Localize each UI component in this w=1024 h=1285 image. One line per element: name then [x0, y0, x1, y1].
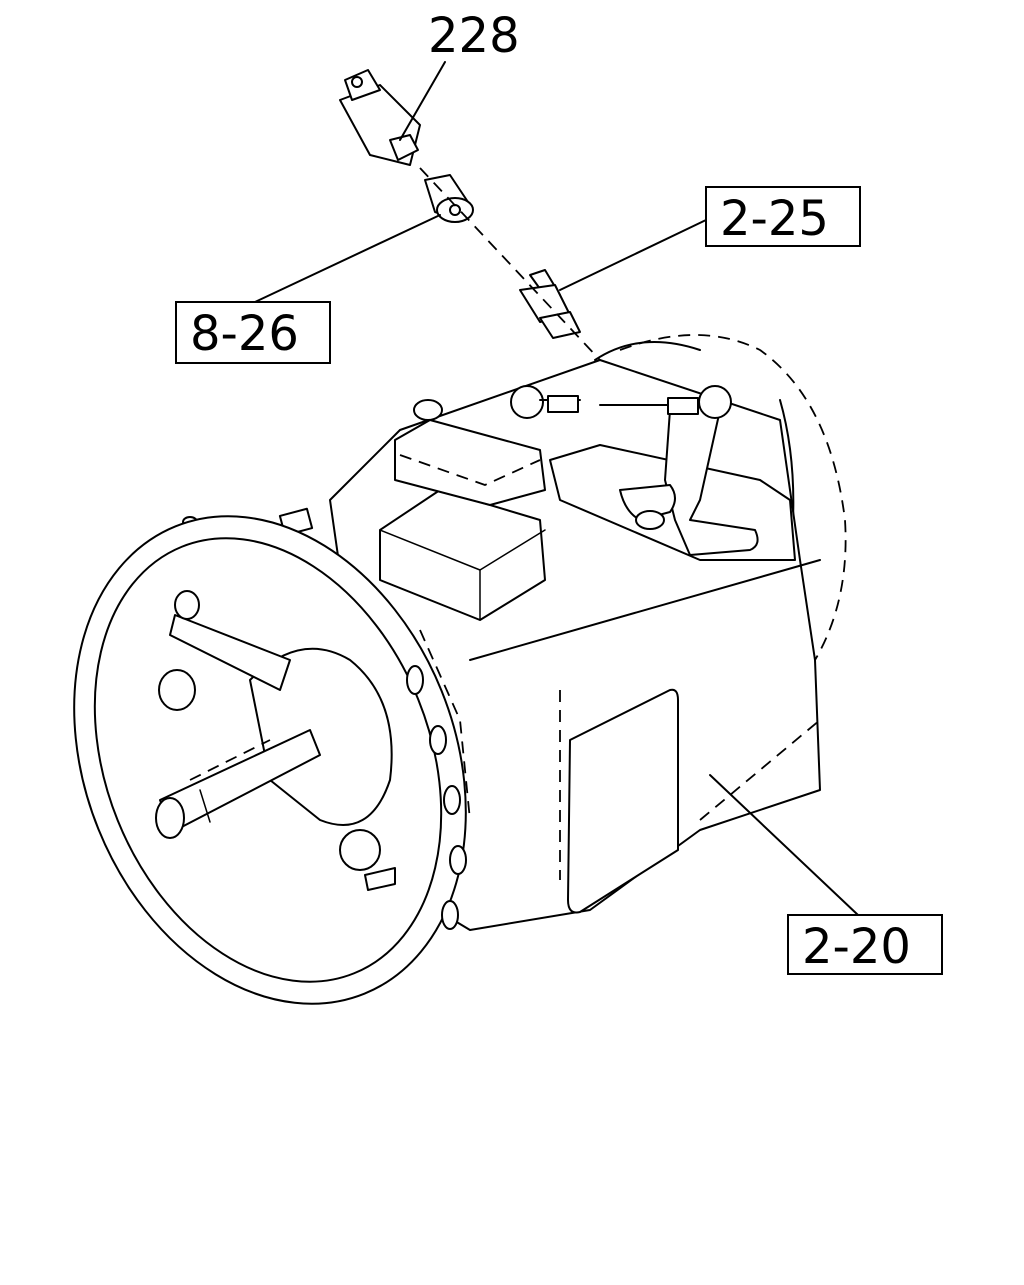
callout-8-26: 8-26: [175, 301, 331, 364]
assembly-axis: [419, 167, 601, 361]
callout-2-20-box: [787, 914, 943, 975]
callout-8-26-label: 8-26: [190, 306, 299, 362]
lever-ball-joint: [698, 385, 732, 419]
release-fork-shaft: [169, 614, 291, 691]
breather-plug: [413, 399, 443, 421]
leader-8-26: [254, 214, 441, 303]
bearing-retainer: [249, 647, 393, 826]
pilot-hole: [158, 669, 196, 711]
leader-228: [399, 61, 446, 141]
vehicle-speed-sensor-2-25: [519, 269, 581, 339]
callout-2-20-label: 2-20: [802, 919, 911, 975]
transmission-assembly: [73, 334, 847, 1005]
leader-2-25: [559, 219, 707, 291]
rear-housing-hidden-outline: [619, 334, 847, 661]
callout-2-25: 2-25: [705, 186, 861, 247]
linkage-ball-joint: [510, 385, 544, 419]
rod-end-right: [667, 397, 699, 415]
rear-housing-top-edge: [594, 341, 701, 361]
callout-2-20: 2-20: [787, 914, 943, 975]
side-cover: [567, 688, 679, 914]
callout-228: 228: [428, 8, 520, 64]
leader-2-20: [709, 774, 859, 916]
callout-8-26-box: [175, 301, 331, 364]
callout-2-25-box: [705, 186, 861, 247]
rod-end-left: [547, 395, 579, 413]
callout-2-25-label: 2-25: [720, 191, 829, 247]
speed-sensor-228: [339, 69, 421, 166]
callout-228-label: 228: [428, 8, 520, 64]
lever-pivot: [619, 484, 676, 521]
bell-housing-flange-inner: [93, 537, 443, 983]
